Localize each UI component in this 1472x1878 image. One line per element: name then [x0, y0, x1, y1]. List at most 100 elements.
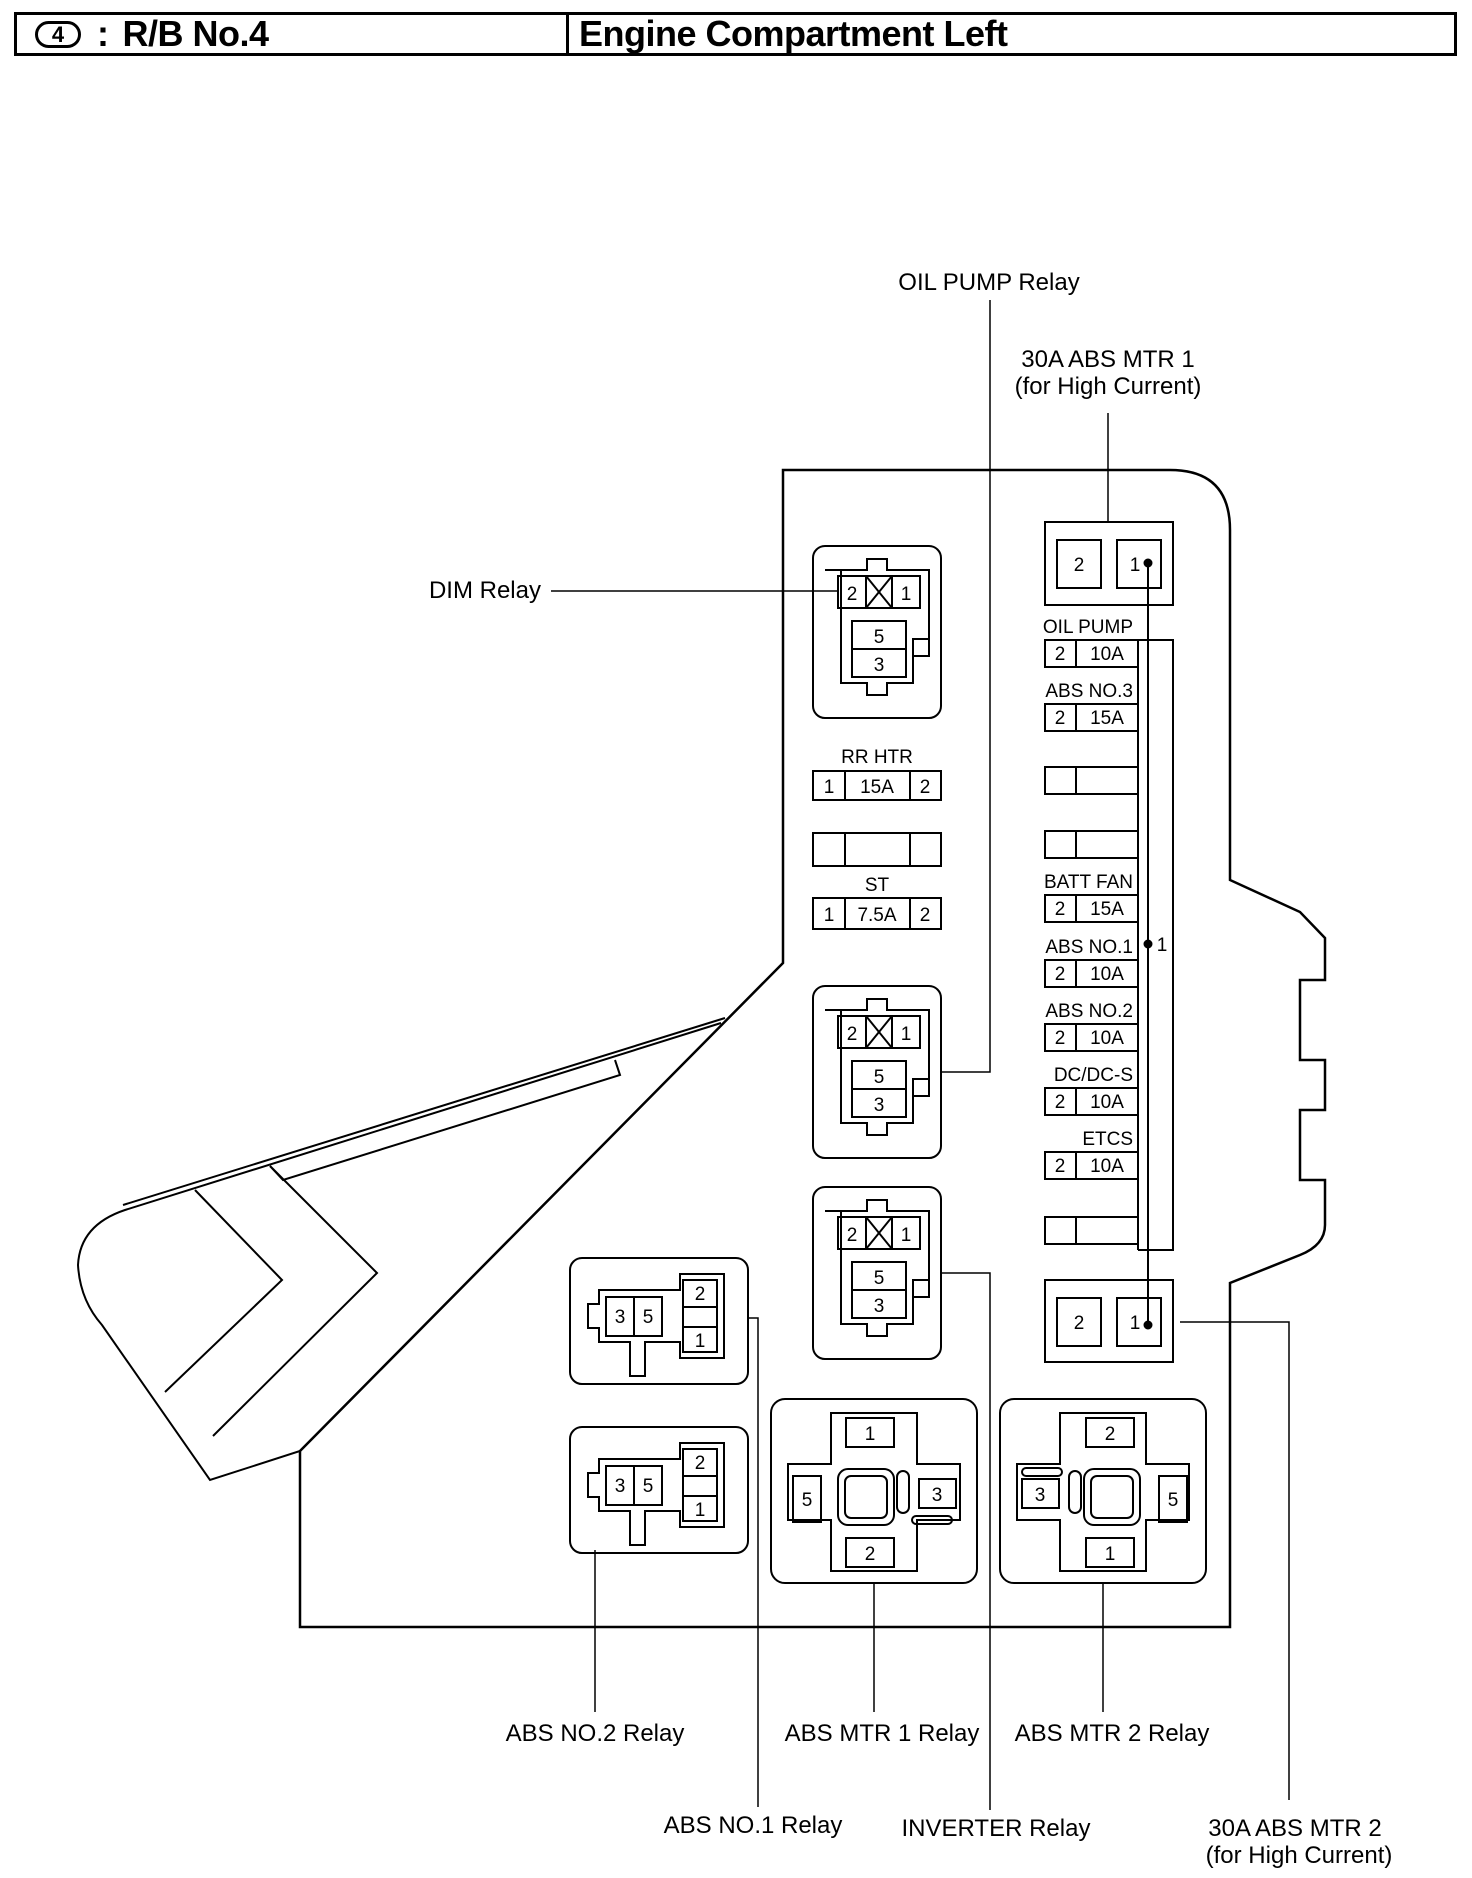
callout-labels: OIL PUMP Relay 30A ABS MTR 1 (for High C…	[429, 269, 1392, 1869]
fuse-name: ABS NO.2	[1045, 1001, 1133, 1022]
rr-htr-pin-1: 1	[824, 777, 835, 798]
location-text: Engine Compartment Left	[579, 13, 1008, 54]
fuse-rating: 15A	[1090, 899, 1124, 920]
abs-mtr1-fuse-label: 30A ABS MTR 1	[1021, 346, 1194, 373]
abs-mtr1-relay-socket: 1 5 3 2	[770, 1398, 978, 1584]
dim-relay-label: DIM Relay	[429, 577, 541, 604]
abs-mtr1-fuse-sublabel: (for High Current)	[1015, 373, 1202, 400]
relay-block-housing	[298, 468, 1327, 1629]
fuse-pin: 2	[1055, 708, 1066, 729]
abs-no1-relay-socket: 3 5 2 1	[569, 1257, 749, 1385]
fuse-body	[1044, 1216, 1139, 1245]
abs-no2-pin-1: 1	[695, 1500, 706, 1521]
location-cell: Engine Compartment Left	[569, 13, 1454, 54]
abs-no1-pin-2: 2	[695, 1284, 706, 1305]
abs-mtr1-pin-5: 5	[802, 1490, 813, 1511]
fuse-pin: 2	[1055, 964, 1066, 985]
leader-inverter-relay	[940, 1272, 991, 1810]
abs-no2-pin-5: 5	[643, 1476, 654, 1497]
fuse-rating: 10A	[1090, 1156, 1124, 1177]
oil-pump-pin-3: 3	[874, 1095, 885, 1116]
abs-mtr1-pin-1: 1	[865, 1424, 876, 1445]
fuse-body	[1044, 639, 1139, 668]
rr-htr-rating: 15A	[860, 777, 894, 798]
fuse-pin: 2	[1055, 1028, 1066, 1049]
st-pin-1: 1	[824, 905, 835, 926]
fuse-name: ABS NO.1	[1045, 937, 1133, 958]
abs-no1-pin-1: 1	[695, 1331, 706, 1352]
fuse-rating: 10A	[1090, 1092, 1124, 1113]
fuse-body	[1044, 1087, 1139, 1116]
st-fuse: ST 1 7.5A 2	[812, 875, 942, 930]
abs-no2-relay-label: ABS NO.2 Relay	[506, 1720, 685, 1747]
abs-mtr1-pin-2: 2	[865, 1544, 876, 1565]
abs-mtr2-pin-2: 2	[1105, 1424, 1116, 1445]
inverter-relay-label: INVERTER Relay	[902, 1815, 1091, 1842]
abs-mtr1-relay-label: ABS MTR 1 Relay	[785, 1720, 980, 1747]
housing-arm	[76, 962, 784, 1482]
fuse-name: DC/DC-S	[1054, 1065, 1133, 1086]
abs-mtr1-pin-3: 3	[932, 1485, 943, 1506]
abs-no2-relay-socket: 3 5 2 1	[569, 1426, 749, 1554]
dim-pin-2: 2	[847, 584, 858, 605]
fuse-body	[1044, 703, 1139, 732]
fuse-rating: 10A	[1090, 964, 1124, 985]
inverter-pin-1: 1	[901, 1225, 912, 1246]
fuse-slot: DC/DC-S 2 10A	[1044, 1065, 1139, 1116]
oil-pump-relay-socket: 2 1 5 3	[812, 985, 942, 1159]
fuse-pin: 2	[1055, 899, 1066, 920]
fuse-name: ABS NO.3	[1045, 681, 1133, 702]
abs-mtr2-pin-5: 5	[1168, 1490, 1179, 1511]
st-name: ST	[865, 875, 890, 896]
dim-relay-socket: 2 1 5 3	[812, 545, 942, 719]
rr-htr-pin-2: 2	[920, 777, 931, 798]
fuse-slot	[1044, 766, 1139, 795]
abs-mtr2-pin-3: 3	[1035, 1485, 1046, 1506]
fuse-body	[1044, 1023, 1139, 1052]
abs-mtr2-high-current-fuse: 2 1	[1044, 1279, 1174, 1363]
abs-mtr2-fuse-pin-2: 2	[1074, 1313, 1085, 1334]
fuse-slot	[1044, 830, 1139, 859]
leader-oil-pump-relay	[940, 300, 991, 1073]
fuse-rating: 15A	[1090, 708, 1124, 729]
leader-abs-mtr2-fuse	[1180, 1321, 1290, 1800]
spare-horizontal-fuse-slot	[812, 832, 942, 867]
abs-no1-pin-5: 5	[643, 1307, 654, 1328]
fuse-slot: ABS NO.3 2 15A	[1044, 681, 1139, 732]
fuse-body	[1044, 959, 1139, 988]
leader-lines	[551, 300, 1290, 1810]
oil-pump-relay-label: OIL PUMP Relay	[898, 269, 1079, 296]
inverter-pin-5: 5	[874, 1268, 885, 1289]
fuse-pin: 2	[1055, 1092, 1066, 1113]
oil-pump-pin-1: 1	[901, 1024, 912, 1045]
title-bar: 4 : R/B No.4 Engine Compartment Left	[14, 12, 1457, 56]
fuse-slot: OIL PUMP 2 10A	[1043, 617, 1139, 668]
abs-no1-pin-3: 3	[615, 1307, 626, 1328]
block-number-badge: 4	[35, 20, 81, 48]
inverter-pin-3: 3	[874, 1296, 885, 1317]
abs-mtr2-fuse-label: 30A ABS MTR 2	[1208, 1815, 1381, 1842]
fuse-body	[1044, 894, 1139, 923]
abs-no1-relay-label: ABS NO.1 Relay	[664, 1812, 843, 1839]
leader-abs-no1-relay	[748, 1317, 759, 1807]
dim-pin-1: 1	[901, 584, 912, 605]
fuse-body	[1044, 1151, 1139, 1180]
rr-htr-fuse: RR HTR 1 15A 2	[812, 747, 942, 801]
fuse-pin: 2	[1055, 1156, 1066, 1177]
fuse-rating: 10A	[1090, 644, 1124, 665]
abs-no2-pin-2: 2	[695, 1453, 706, 1474]
fuse-name: BATT FAN	[1044, 872, 1133, 893]
fuse-body	[1044, 830, 1139, 859]
fuse-column-busbar: 1	[1137, 558, 1174, 1330]
abs-mtr1-fuse-pin-1: 1	[1130, 555, 1141, 576]
abs-mtr2-fuse-sublabel: (for High Current)	[1206, 1842, 1393, 1869]
abs-mtr1-high-current-fuse: 2 1	[1044, 521, 1174, 606]
fuse-pin: 2	[1055, 644, 1066, 665]
fuse-slot	[1044, 1216, 1139, 1245]
fuse-slot: BATT FAN 2 15A	[1044, 872, 1139, 923]
abs-mtr2-pin-1: 1	[1105, 1544, 1116, 1565]
fuse-name: OIL PUMP	[1043, 617, 1133, 638]
